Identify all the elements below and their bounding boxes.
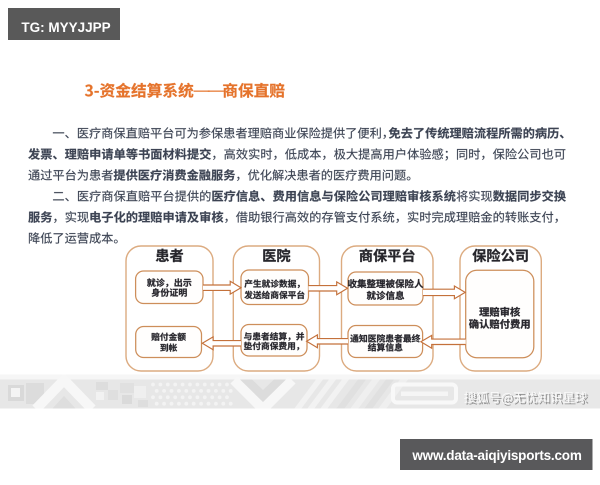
svg-text:www.data-aiqiyisports.com: www.data-aiqiyisports.com	[411, 448, 581, 463]
svg-text:TG: MYYJJPP: TG: MYYJJPP	[21, 20, 110, 35]
